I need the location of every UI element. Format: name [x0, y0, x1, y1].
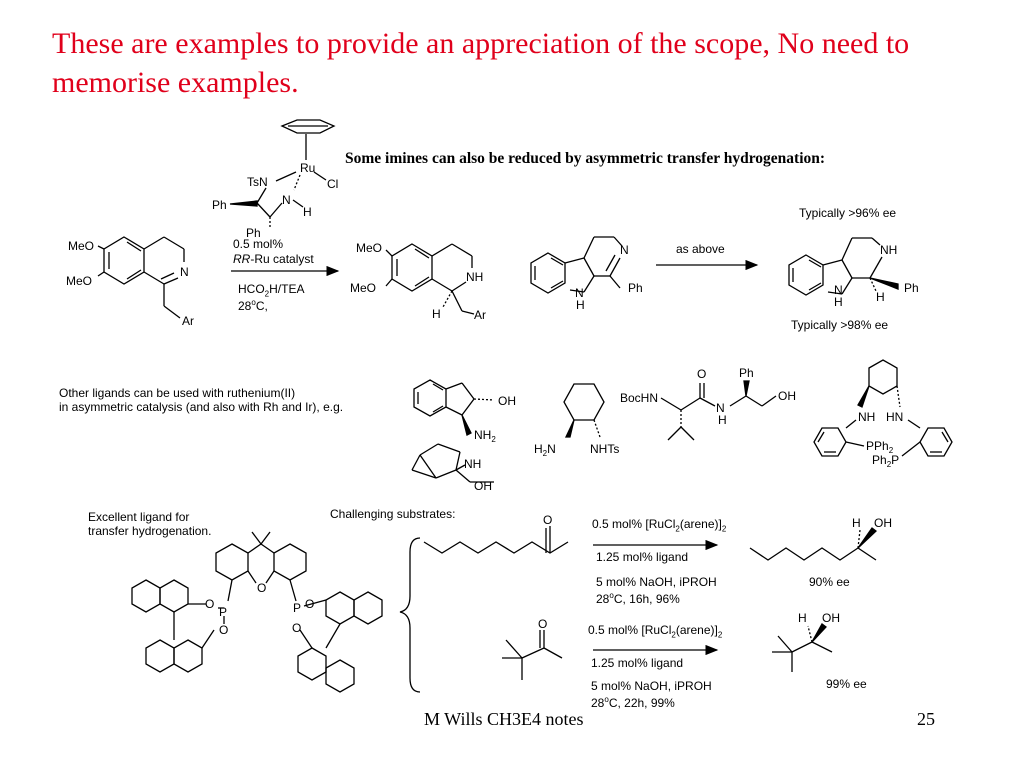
rxn1-temp: 28oC, 16h, 96% [596, 591, 680, 606]
challenging-substrates-label: Challenging substrates: [330, 507, 456, 521]
footer-notes: M Wills CH3E4 notes [424, 709, 584, 729]
aa-bochn-label: BocHN [620, 391, 658, 405]
thbc-nh-label: NH [880, 243, 897, 257]
aminoindanol-structure [413, 379, 495, 436]
tsn-label: TsN [247, 175, 268, 189]
catalyst-h-label: H [303, 205, 312, 219]
substrate-ar-label: Ar [182, 314, 194, 328]
pinacolyl-oh-label: OH [822, 611, 840, 625]
pinacolyl-alcohol-structure [772, 623, 833, 672]
phosphite-right-p-label: P [293, 601, 301, 615]
cyclohexanediamine-ligand-structure [563, 383, 605, 438]
catalyst-ph1-label: Ph [212, 198, 227, 212]
ligand-note-line1: Other ligands can be used with ruthenium… [59, 386, 296, 400]
pnnp-ph2p-label: Ph2P [872, 453, 899, 469]
2-octanol-structure [749, 527, 878, 561]
pnnp-pph2-label: PPh2 [866, 439, 894, 455]
excellent-ligand-line1: Excellent ligand for [88, 510, 190, 524]
rxn2-base: 5 mol% NaOH, iPROH [591, 679, 712, 693]
phosphite-right-o1-label: O [305, 597, 314, 611]
phosphite-right-o2-label: O [292, 621, 301, 635]
aa-o-label: O [697, 367, 706, 381]
as-above-label: as above [676, 242, 725, 256]
dihydro-beta-carboline-structure [530, 236, 623, 294]
substrate-meo1-label: MeO [68, 239, 94, 253]
substrate-brace [399, 537, 421, 693]
page-number: 25 [917, 709, 935, 729]
carboline-indole-h-label: H [576, 298, 585, 312]
tetrahydro-beta-carboline-structure [788, 237, 899, 296]
carboline-n-label: N [620, 243, 629, 257]
carboline-indole-n-label: N [575, 286, 584, 300]
2-octanone-structure [423, 526, 569, 554]
thbc-h-label: H [876, 290, 885, 304]
rxn1-ee: 90% ee [809, 575, 850, 589]
ru-label: Ru [300, 161, 315, 175]
aa-n-label: N [716, 401, 725, 415]
dihydroisoquinoline-structure [97, 236, 185, 319]
thbc-indole-n-label: N [834, 283, 843, 297]
xanthene-o-label: O [257, 581, 266, 595]
phosphite-left-o1-label: O [205, 597, 214, 611]
product-meo2-label: MeO [350, 281, 376, 295]
ligand-note-line2: in asymmetric catalysis (and also with R… [59, 400, 344, 414]
rxn1-base: 5 mol% NaOH, iPROH [596, 575, 717, 589]
thbc-indole-h-label: H [834, 295, 843, 309]
thbc-ph-label: Ph [904, 281, 919, 295]
pinacolone-o-label: O [538, 617, 547, 631]
tetrahydroisoquinoline-structure [385, 243, 475, 315]
phosphite-left-o2-label: O [219, 623, 228, 637]
pinacolyl-h-label: H [798, 611, 807, 625]
xanthene-bisphosphite-ligand-structure [131, 531, 383, 693]
pnnp-hn-label: HN [886, 410, 903, 424]
catalyst-n-label: N [282, 193, 291, 207]
rxn1-catalyst: 0.5 mol% [RuCl2(arene)]2 [592, 517, 727, 534]
octanone-o-label: O [543, 513, 552, 527]
octanol-h-label: H [852, 516, 861, 530]
aa-h-label: H [718, 413, 727, 427]
indanol-nh2-label: NH2 [474, 428, 496, 444]
indanol-oh-label: OH [498, 394, 516, 408]
pinacolone-structure [502, 630, 563, 680]
azabicycle-nh-label: NH [464, 457, 481, 471]
pnnp-nh-label: NH [858, 410, 875, 424]
phosphite-left-p-label: P [219, 605, 227, 619]
rxn2-ligand: 1.25 mol% ligand [591, 656, 684, 670]
conditions-hydrogen-source: HCO2H/TEA [238, 282, 305, 299]
octanol-oh-label: OH [874, 516, 892, 530]
product-ar-label: Ar [474, 308, 486, 322]
rxn2-temp: 28oC, 22h, 99% [591, 695, 675, 710]
amino-acid-ligand-structure [660, 380, 777, 441]
excellent-ligand-line2: transfer hydrogenation. [88, 524, 212, 538]
product-nh-label: NH [466, 270, 483, 284]
rxn1-ligand: 1.25 mol% ligand [596, 550, 689, 564]
atom-labels: Ru TsN Cl N H Ph Ph MeO MeO N Ar MeO MeO… [66, 161, 919, 637]
conditions-temperature: 28oC, [238, 298, 268, 313]
diamine-nhts-label: NHTs [590, 442, 619, 456]
product-meo1-label: MeO [356, 241, 382, 255]
azabicycle-oh-label: OH [474, 479, 492, 493]
slide-title: These are examples to provide an appreci… [52, 27, 910, 99]
ru-catalyst-structure [229, 119, 336, 228]
aa-oh-label: OH [778, 389, 796, 403]
product-h-label: H [432, 307, 441, 321]
catalyst-ph2-label: Ph [246, 226, 261, 240]
conditions-catalyst: RR-Ru catalyst [233, 252, 314, 266]
substrate-n-label: N [180, 265, 189, 279]
carboline-ph-label: Ph [628, 281, 643, 295]
imine-heading: Some imines can also be reduced by asymm… [345, 150, 826, 167]
ee-top-label: Typically >96% ee [799, 206, 897, 220]
substrate-meo2-label: MeO [66, 274, 92, 288]
diamine-h2n-label: H2N [534, 442, 556, 458]
diamine-diphosphine-ligand-structure [813, 359, 953, 457]
cl-label: Cl [327, 177, 338, 191]
aa-ph-label: Ph [739, 366, 754, 380]
conditions-loading: 0.5 mol% [233, 237, 284, 251]
rxn2-ee: 99% ee [826, 677, 867, 691]
azabicyclic-aminoalcohol-structure [411, 443, 494, 483]
rxn2-catalyst: 0.5 mol% [RuCl2(arene)]2 [588, 623, 723, 640]
ee-bottom-label: Typically >98% ee [791, 318, 889, 332]
